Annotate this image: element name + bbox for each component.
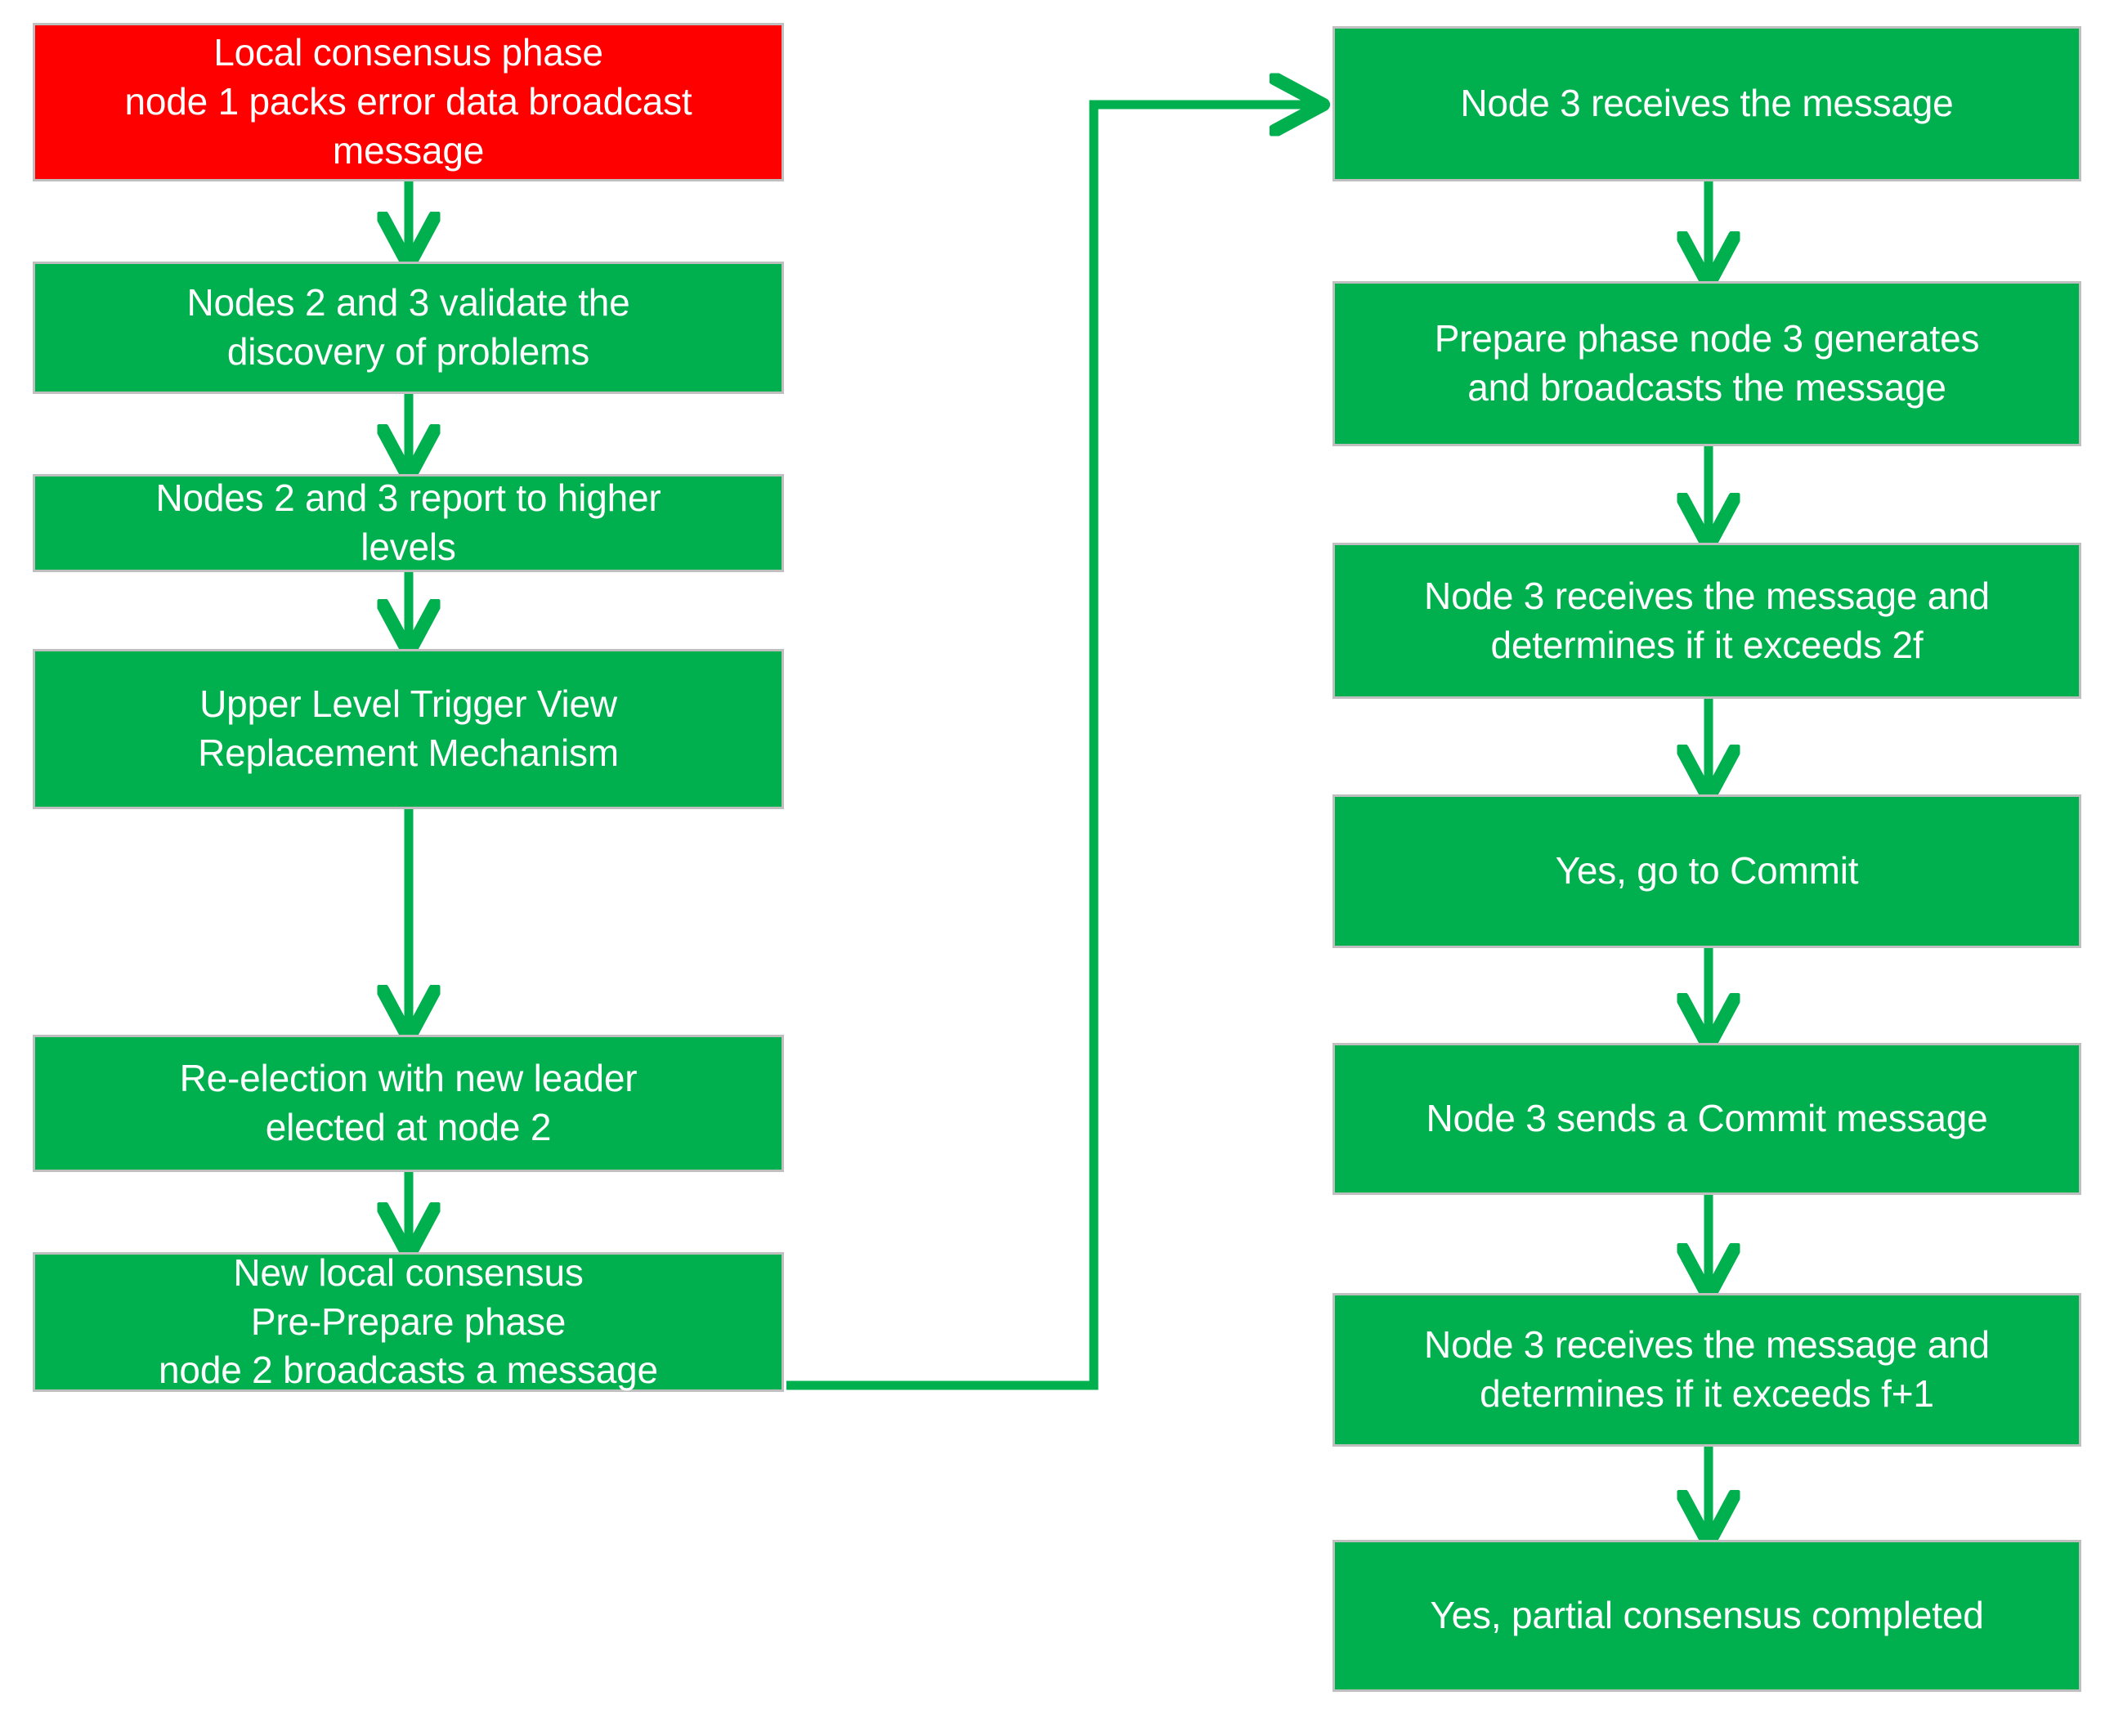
node-yes-partial-consensus-completed[interactable]: Yes, partial consensus completed: [1332, 1540, 2081, 1692]
node-node3-determines-exceeds-f-plus-1[interactable]: Node 3 receives the message and determin…: [1332, 1293, 2081, 1447]
node-label: Upper Level Trigger View Replacement Mec…: [198, 682, 619, 774]
node-label: Yes, go to Commit: [1555, 849, 1859, 893]
node-label: Nodes 2 and 3 report to higher levels: [155, 477, 661, 568]
node-yes-go-to-commit[interactable]: Yes, go to Commit: [1332, 794, 2081, 948]
node-re-election-new-leader[interactable]: Re-election with new leader elected at n…: [33, 1035, 784, 1172]
node-label: Nodes 2 and 3 validate the discovery of …: [186, 281, 630, 373]
node-new-local-consensus-pre-prepare[interactable]: New local consensus Pre-Prepare phase no…: [33, 1251, 784, 1392]
node-node3-receives-message[interactable]: Node 3 receives the message: [1332, 26, 2081, 181]
node-local-consensus-phase[interactable]: Local consensus phase node 1 packs error…: [33, 23, 784, 181]
node-label: New local consensus Pre-Prepare phase no…: [159, 1251, 658, 1392]
node-label: Local consensus phase node 1 packs error…: [124, 31, 692, 172]
node-prepare-phase-node3-generates[interactable]: Prepare phase node 3 generates and broad…: [1332, 281, 2081, 446]
node-label: Node 3 receives the message and determin…: [1424, 574, 1990, 666]
node-upper-level-trigger-view-replacement[interactable]: Upper Level Trigger View Replacement Mec…: [33, 649, 784, 809]
node-label: Yes, partial consensus completed: [1430, 1594, 1984, 1637]
node-label: Node 3 sends a Commit message: [1426, 1097, 1988, 1140]
node-nodes-validate-discovery[interactable]: Nodes 2 and 3 validate the discovery of …: [33, 262, 784, 394]
node-label: Prepare phase node 3 generates and broad…: [1434, 317, 1980, 409]
node-node3-sends-commit-message[interactable]: Node 3 sends a Commit message: [1332, 1043, 2081, 1195]
node-label: Node 3 receives the message and determin…: [1424, 1323, 1990, 1415]
arrow-left-6-to-right-1: [786, 105, 1316, 1390]
node-nodes-report-higher-levels[interactable]: Nodes 2 and 3 report to higher levels: [33, 474, 784, 572]
node-label: Re-election with new leader elected at n…: [179, 1057, 638, 1148]
node-label: Node 3 receives the message: [1460, 82, 1954, 125]
node-node3-determines-exceeds-2f[interactable]: Node 3 receives the message and determin…: [1332, 543, 2081, 699]
